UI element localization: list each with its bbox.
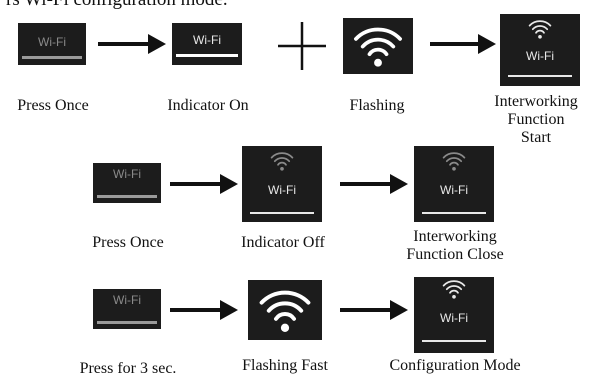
arrow-right-icon (98, 34, 166, 54)
indicator-bar-lit (422, 212, 486, 214)
wifi-button-label: Wi-Fi (113, 167, 141, 181)
header-text: rs Wi-Fi configuration mode. (6, 0, 228, 11)
wifi-panel-label: Wi-Fi (526, 49, 554, 63)
wifi-panel-label: Wi-Fi (268, 183, 296, 197)
wifi-panel-config: Wi-Fi (414, 277, 494, 353)
indicator-bar-dim (97, 321, 157, 324)
indicator-bar-dim (22, 56, 82, 59)
arrow-right-icon (340, 300, 408, 320)
plus-icon (278, 22, 326, 70)
indicator-bar-lit (176, 54, 238, 57)
caption-flashing: Flashing (349, 97, 405, 114)
indicator-bar-dim (97, 195, 157, 198)
indicator-bar-lit (508, 75, 572, 77)
caption-interworking-start: Interworking Function Start (494, 93, 578, 146)
caption-press-once: Press Once (17, 97, 89, 114)
wifi-panel-start: Wi-Fi (500, 14, 580, 86)
wifi-signal-icon-large (343, 18, 413, 74)
arrow-right-icon (170, 300, 238, 320)
wifi-button-dim: Wi-Fi (18, 23, 86, 65)
wifi-button-lit: Wi-Fi (172, 23, 242, 65)
wifi-button-label: Wi-Fi (113, 293, 141, 307)
caption-indicator-on: Indicator On (167, 97, 249, 114)
arrow-right-icon (340, 174, 408, 194)
caption-press-3-sec: Press for 3 sec. (79, 360, 177, 377)
wifi-button-label: Wi-Fi (38, 35, 66, 49)
indicator-bar-lit (250, 212, 314, 214)
caption-configuration-mode: Configuration Mode (389, 357, 521, 374)
caption-press-once: Press Once (92, 234, 164, 251)
wifi-button-label: Wi-Fi (193, 33, 221, 47)
wifi-button-dim: Wi-Fi (93, 289, 161, 329)
caption-indicator-off: Indicator Off (241, 234, 325, 251)
wifi-panel-close: Wi-Fi (414, 146, 494, 222)
wifi-panel-label: Wi-Fi (440, 183, 468, 197)
caption-interworking-close: Interworking Function Close (406, 228, 504, 263)
arrow-right-icon (430, 34, 496, 54)
wifi-button-dim: Wi-Fi (93, 163, 161, 203)
wifi-panel-label: Wi-Fi (440, 311, 468, 325)
wifi-panel-off: Wi-Fi (242, 146, 322, 222)
indicator-bar-lit (422, 340, 486, 342)
arrow-right-icon (170, 174, 238, 194)
wifi-signal-icon-large (248, 280, 322, 340)
caption-flashing-fast: Flashing Fast (242, 357, 328, 374)
